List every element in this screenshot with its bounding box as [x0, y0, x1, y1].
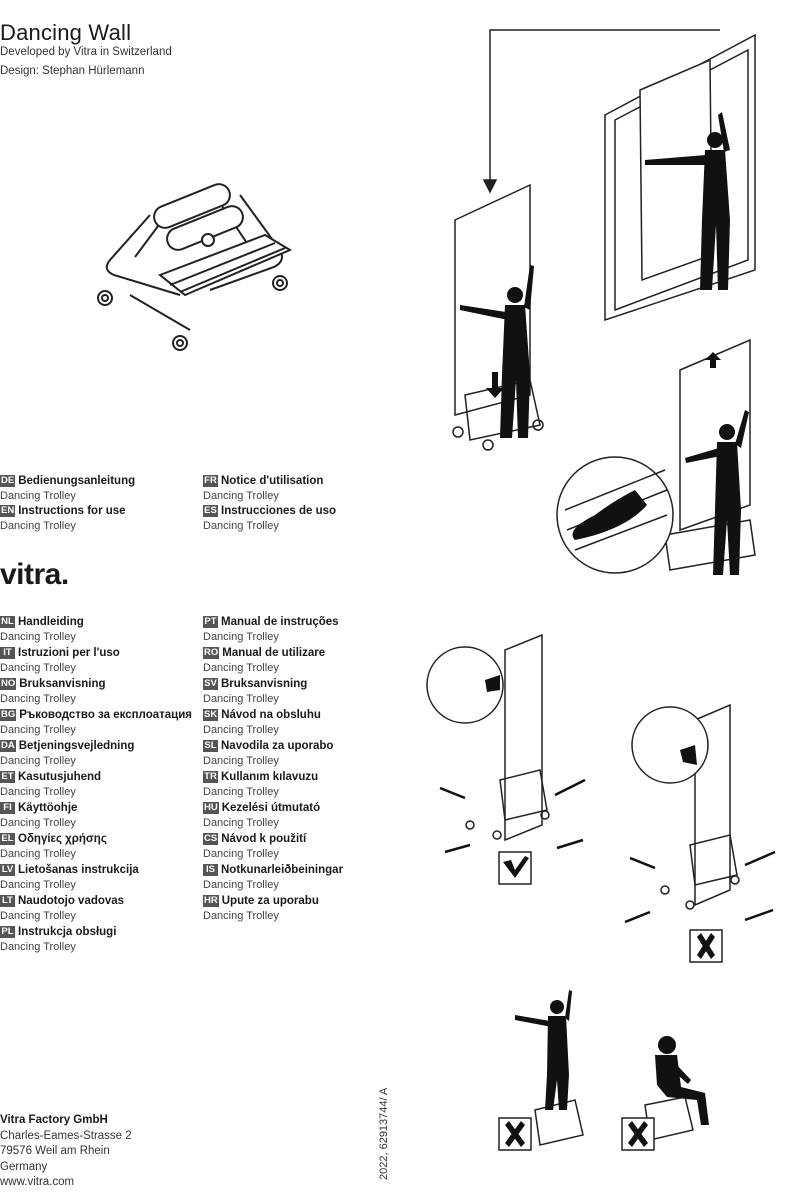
panel-mounting-illustration [452, 29, 756, 451]
language-code: NO [0, 678, 17, 690]
language-code: IT [0, 647, 15, 659]
language-code: CS [203, 833, 219, 845]
language-code: LT [0, 895, 15, 907]
language-code: DE [0, 475, 16, 487]
language-code: SL [203, 740, 218, 752]
vitra-logo: vitra. [0, 558, 69, 591]
language-code: FI [0, 802, 15, 814]
language-code: BG [0, 709, 17, 721]
language-product: Dancing Trolley [0, 817, 76, 829]
language-product: Dancing Trolley [0, 490, 76, 502]
company-name: Vitra Factory GmbH [0, 1114, 108, 1126]
language-code: DA [0, 740, 16, 752]
address-city: 79576 Weil am Rhein [0, 1145, 110, 1157]
page-title: Dancing Wall [0, 20, 132, 45]
language-product: Dancing Trolley [0, 786, 76, 798]
language-product: Dancing Trolley [203, 755, 279, 767]
language-product: Dancing Trolley [0, 910, 76, 922]
language-product: Dancing Trolley [203, 693, 279, 705]
trolley-illustration [97, 183, 293, 351]
address-street: Charles-Eames-Strasse 2 [0, 1129, 132, 1142]
language-code: SK [203, 709, 219, 721]
company-address: Vitra Factory GmbH Charles-Eames-Strasse… [0, 1113, 132, 1191]
language-product: Dancing Trolley [0, 848, 76, 860]
language-product: Dancing Trolley [203, 910, 279, 922]
language-code: SV [203, 678, 218, 690]
language-code: EL [0, 833, 15, 845]
foot-lock-illustration [556, 338, 756, 575]
language-code: NL [0, 616, 15, 628]
language-product: Dancing Trolley [0, 693, 76, 705]
language-product: Dancing Trolley [0, 879, 76, 891]
language-product: Dancing Trolley [203, 848, 279, 860]
language-product: Dancing Trolley [203, 490, 279, 502]
language-product: Dancing Trolley [203, 786, 279, 798]
language-product: Dancing Trolley [0, 724, 76, 736]
language-product: Dancing Trolley [0, 631, 76, 643]
language-code: PL [0, 926, 15, 938]
language-code: PT [203, 616, 218, 628]
language-code: EN [0, 505, 16, 517]
language-code: LV [0, 864, 15, 876]
language-code: IS [203, 864, 218, 876]
language-product: Dancing Trolley [0, 662, 76, 674]
address-country: Germany [0, 1160, 48, 1173]
language-product: Dancing Trolley [0, 941, 76, 953]
language-code: ES [203, 505, 218, 517]
language-code: FR [203, 475, 218, 487]
document-number: 2022, 62913744/ A [378, 1087, 390, 1180]
language-product: Dancing Trolley [0, 755, 76, 767]
brake-check-illustration [425, 633, 776, 963]
website-link[interactable]: www.vitra.com [0, 1176, 75, 1188]
language-code: TR [203, 771, 218, 783]
language-code: HU [203, 802, 219, 814]
language-product: Dancing Trolley [203, 520, 279, 532]
language-product: Dancing Trolley [203, 631, 279, 643]
language-product: Dancing Trolley [203, 817, 279, 829]
language-product: Dancing Trolley [0, 520, 76, 532]
designer: Design: Stephan Hürlemann [0, 65, 145, 77]
language-code: HR [203, 895, 219, 907]
language-product: Dancing Trolley [203, 724, 279, 736]
language-code: RO [203, 647, 220, 659]
language-product: Dancing Trolley [203, 662, 279, 674]
safety-warning-illustration [498, 990, 709, 1151]
language-code: ET [0, 771, 15, 783]
developed-by: Developed by Vitra in Switzerland [0, 46, 172, 58]
language-product: Dancing Trolley [203, 879, 279, 891]
